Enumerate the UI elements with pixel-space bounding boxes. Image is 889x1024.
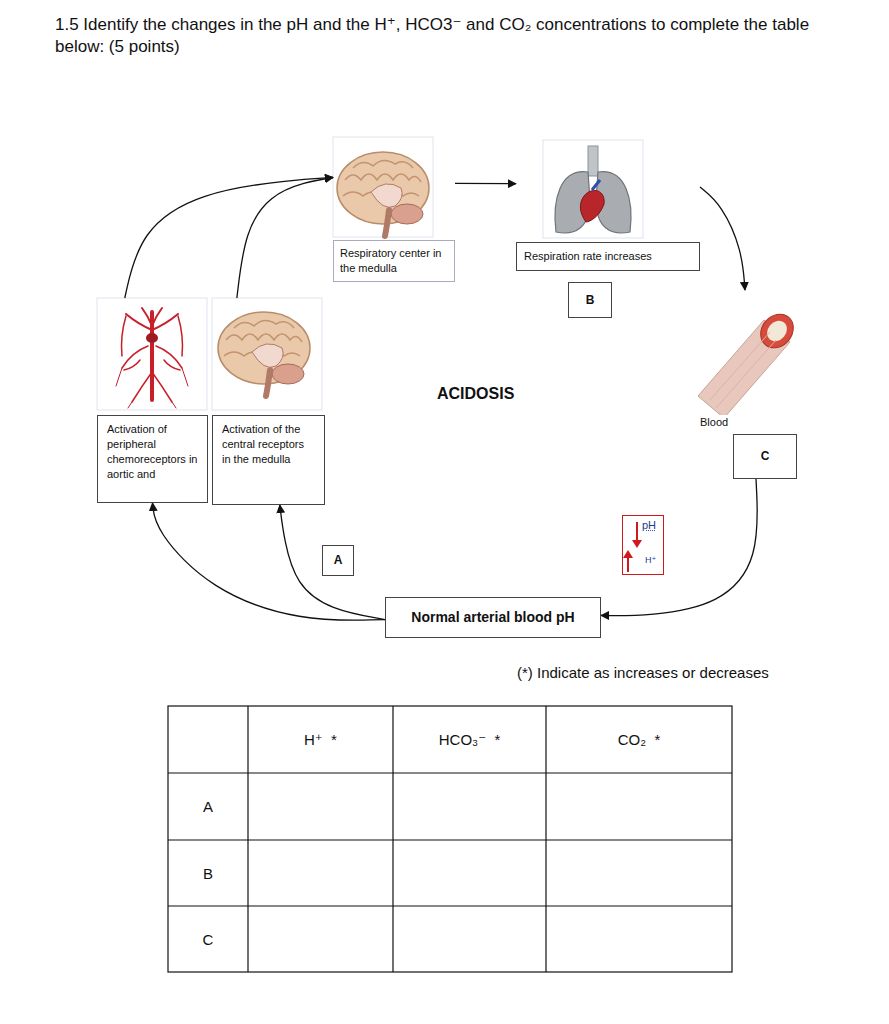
table-grid [168, 706, 732, 972]
flow-arrow [601, 479, 757, 616]
flow-arrow [125, 178, 333, 298]
table-header: CO₂ * [546, 706, 732, 773]
box-label: Respiration rate increases [516, 242, 700, 271]
answer-box: A [322, 545, 354, 576]
center-label: ACIDOSIS [437, 385, 514, 403]
answer-box: B [568, 282, 612, 318]
row-header: A [168, 773, 248, 840]
receptor-box: Activation of the central receptors in t… [212, 298, 325, 505]
flow-arrow [153, 503, 386, 620]
ph-label: pH [642, 518, 656, 533]
question-title: 1.5 Identify the changes in the pH and t… [55, 14, 845, 58]
state-box: Normal arterial blood pH [385, 597, 601, 638]
blood-group: BloodC [690, 290, 800, 479]
box-label: Respiratory center in the medulla [333, 240, 455, 282]
flow-arrow [700, 187, 745, 290]
box-label: Normal arterial blood pH [386, 598, 600, 637]
row-header: C [168, 906, 248, 972]
box-label: Activation of the central receptors in t… [212, 415, 325, 505]
ion-label: H⁺ [645, 554, 656, 566]
answer-letter: B [569, 283, 611, 317]
box-label: Activation of peripheral chemoreceptors … [97, 415, 208, 503]
receptor-box: Activation of peripheral chemoreceptors … [97, 298, 208, 503]
flow-arrow [455, 183, 516, 185]
answer-letter: A [323, 546, 353, 575]
flow-arrow [280, 505, 385, 620]
note: (*) Indicate as increases or decreases [517, 664, 769, 681]
ph-indicator: pH H⁺ [622, 515, 664, 575]
table-header: HCO₃⁻ * [393, 706, 546, 773]
process-box: Respiration rate increases [516, 140, 700, 271]
vessel-label: Blood [700, 415, 728, 430]
answer-letter: C [733, 434, 797, 479]
table-header: H⁺ * [248, 706, 393, 773]
center-box: Respiratory center in the medulla [333, 137, 455, 282]
flow-arrow [237, 178, 333, 298]
row-header: B [168, 840, 248, 906]
